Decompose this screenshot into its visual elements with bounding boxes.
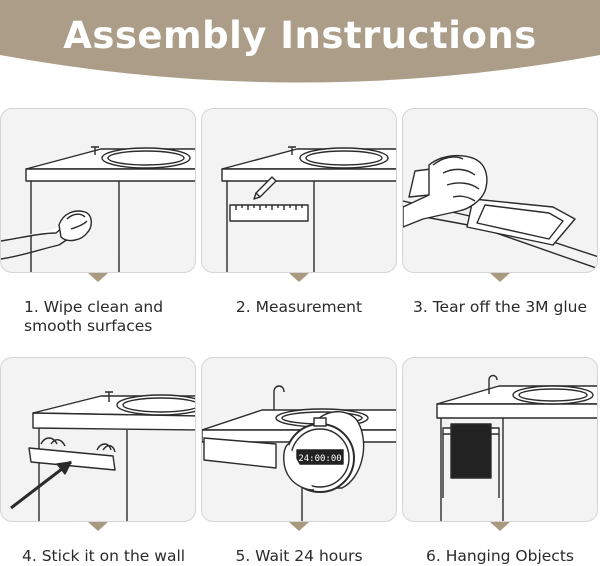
step-5-pointer (289, 522, 309, 531)
header-banner (0, 0, 600, 92)
step-3-illustration (402, 108, 598, 273)
step-5-label: 5. Wait 24 hours (235, 547, 363, 565)
step-5-illustration: 24:00:00 (201, 357, 397, 522)
step-3-pointer (490, 273, 510, 282)
page-title: Assembly Instructions (63, 14, 537, 57)
step-4-label: 4. Stick it on the wall (22, 547, 186, 565)
timer-display: 24:00:00 (298, 454, 341, 464)
step-6-label: 6. Hanging Objects (426, 547, 574, 565)
step-1-pointer (88, 273, 108, 282)
step-2-illustration (201, 108, 397, 273)
step-6-pointer (490, 522, 510, 531)
step-3-label: 3. Tear off the 3M glue (412, 298, 587, 316)
step-2-label: 2. Measurement (235, 298, 363, 316)
step-2-pointer (289, 273, 309, 282)
step-1-illustration (0, 108, 196, 273)
step-1-label: 1. Wipe clean and smooth surfaces (24, 298, 164, 335)
step-4-pointer (88, 522, 108, 531)
step-4-illustration (0, 357, 196, 522)
step-6-illustration (402, 357, 598, 522)
